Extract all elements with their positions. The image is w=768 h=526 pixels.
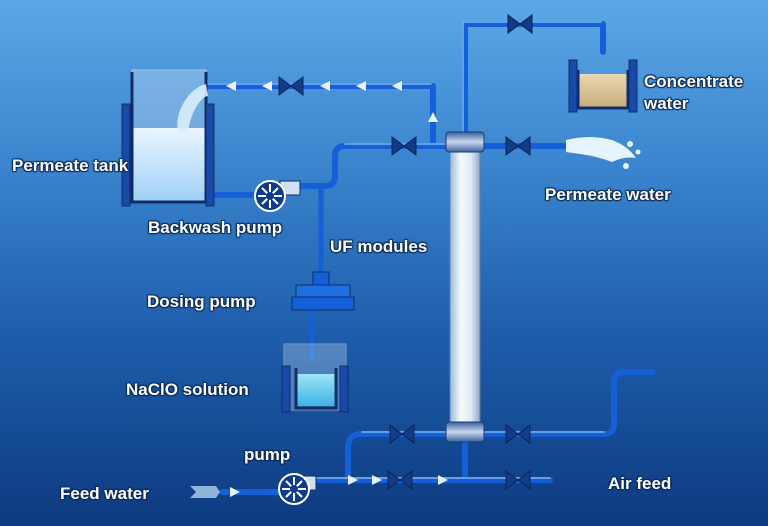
permeate-water-label: Permeate water xyxy=(545,185,671,204)
uf-module xyxy=(445,131,485,443)
flow-arrow xyxy=(428,112,438,122)
naclo-tank xyxy=(281,343,349,413)
flow-arrow xyxy=(320,81,330,91)
air-feed-label: Air feed xyxy=(608,474,672,493)
flow-arrow xyxy=(438,475,448,485)
flow-arrows xyxy=(226,81,448,497)
valve-feed[interactable] xyxy=(387,470,413,490)
valve-drain-lower[interactable] xyxy=(505,424,531,444)
valve-tank-return[interactable] xyxy=(278,76,304,96)
flow-arrow xyxy=(348,475,358,485)
drain-loop-pipe xyxy=(345,369,655,483)
valve-air-feed[interactable] xyxy=(505,470,531,490)
flow-arrow xyxy=(230,487,240,497)
uf-modules-label: UF modules xyxy=(330,237,428,256)
concentrate-pipe xyxy=(462,21,606,141)
module-header-pipe xyxy=(295,143,468,189)
flow-arrow xyxy=(372,475,382,485)
valves xyxy=(278,14,533,490)
permeate-tank-label: Permeate tank xyxy=(12,156,129,175)
valve-permeate-outlet[interactable] xyxy=(505,136,531,156)
concentrate-water-label-line2: water xyxy=(644,94,689,113)
dosing-pump-label: Dosing pump xyxy=(147,292,256,311)
permeate-splash xyxy=(566,137,641,169)
flow-arrow xyxy=(392,81,402,91)
backwash-pump[interactable] xyxy=(254,180,301,212)
dosing-pump[interactable] xyxy=(291,271,355,311)
valve-module-header[interactable] xyxy=(391,136,417,156)
feed-pump[interactable] xyxy=(278,473,317,505)
feed-water-label: Feed water xyxy=(60,484,149,503)
concentrate-tank xyxy=(568,59,638,113)
tank-return-pipe xyxy=(205,83,436,149)
piping xyxy=(205,21,655,495)
permeate-tank xyxy=(121,69,215,207)
feed-inlet-arrow xyxy=(190,486,220,498)
valve-concentrate[interactable] xyxy=(507,14,533,34)
feed-pipe xyxy=(219,477,553,495)
flow-arrow xyxy=(356,81,366,91)
pump-label: pump xyxy=(244,445,291,464)
flow-arrow xyxy=(226,81,236,91)
flow-arrow xyxy=(262,81,272,91)
backwash-pump-label: Backwash pump xyxy=(148,218,283,237)
concentrate-water-label-line1: Concentrate xyxy=(644,72,744,91)
valve-drain-upper[interactable] xyxy=(389,424,415,444)
naclo-solution-label: NaClO solution xyxy=(126,380,249,399)
